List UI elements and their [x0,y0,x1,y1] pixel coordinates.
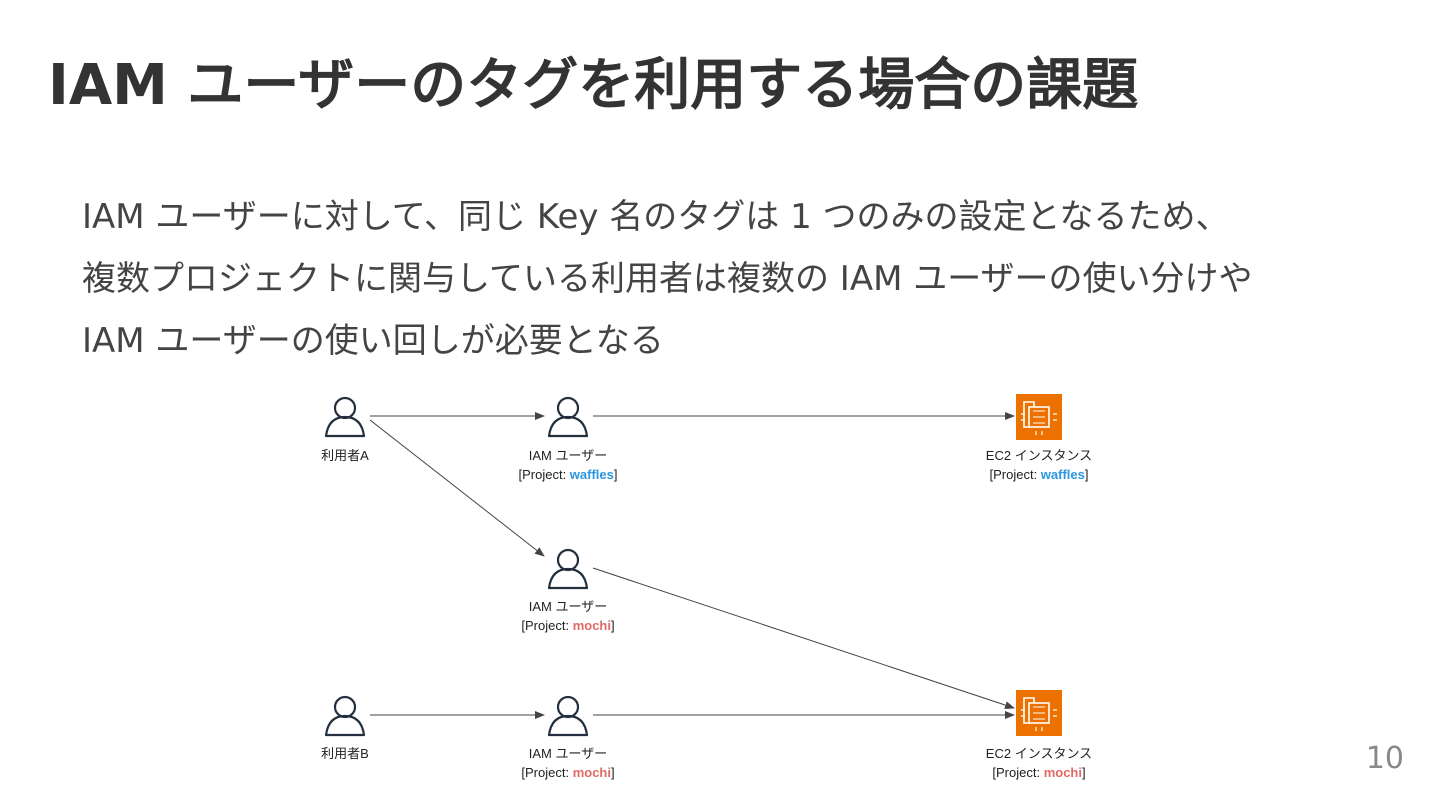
tag-value-waffles: waffles [1040,467,1085,482]
node-label-user-b: 利用者B [235,744,455,763]
node-name: IAM ユーザー [528,746,608,761]
slide-title: IAM ユーザーのタグを利用する場合の課題 [48,53,1139,118]
node-label-iam-mochi-bottom: IAM ユーザー [Project: mochi] [458,744,678,782]
project-tag: [Project: mochi] [458,616,678,635]
node-label-ec2-mochi: EC2 インスタンス [Project: mochi] [929,744,1149,782]
tag-value-mochi: mochi [1043,765,1082,780]
description-line-3: IAM ユーザーの使い回しが必要となる [82,321,664,361]
ec2-chip-icon [1015,689,1063,737]
node-name: EC2 インスタンス [985,746,1093,761]
tag-value-mochi: mochi [572,765,611,780]
page-number: 10 [1365,741,1404,776]
project-tag: [Project: waffles] [929,465,1149,484]
description-line-2: 複数プロジェクトに関与している利用者は複数の IAM ユーザーの使い分けや [82,259,1253,299]
node-label-ec2-waffles: EC2 インスタンス [Project: waffles] [929,446,1149,484]
node-name: IAM ユーザー [528,448,608,463]
person-icon [547,695,589,737]
node-name: EC2 インスタンス [985,448,1093,463]
node-label-user-a: 利用者A [235,446,455,465]
description-line-1: IAM ユーザーに対して、同じ Key 名のタグは 1 つのみの設定となるため、 [82,197,1230,237]
project-tag: [Project: waffles] [458,465,678,484]
tag-prefix: [Project: [989,467,1041,482]
project-tag: [Project: mochi] [458,763,678,782]
slide-description: IAM ユーザーに対して、同じ Key 名のタグは 1 つのみの設定となるため、… [82,186,1382,372]
person-icon [547,396,589,438]
tag-value-waffles: waffles [569,467,614,482]
tag-value-mochi: mochi [572,618,611,633]
tag-suffix: ] [610,618,615,633]
tag-prefix: [Project: [992,765,1044,780]
node-name: IAM ユーザー [528,599,608,614]
tag-prefix: [Project: [521,765,573,780]
ec2-chip-icon [1015,393,1063,441]
tag-prefix: [Project: [518,467,570,482]
tag-suffix: ] [613,467,618,482]
edge-iam-mochi-to-ec2-mochi [592,567,1015,709]
tag-suffix: ] [610,765,615,780]
person-icon [324,396,366,438]
person-icon [547,548,589,590]
tag-suffix: ] [1081,765,1086,780]
tag-prefix: [Project: [521,618,573,633]
node-label-iam-mochi-mid: IAM ユーザー [Project: mochi] [458,597,678,635]
tag-suffix: ] [1084,467,1089,482]
node-name: 利用者A [321,448,369,463]
node-name: 利用者B [321,746,369,761]
node-label-iam-waffles: IAM ユーザー [Project: waffles] [458,446,678,484]
person-icon [324,695,366,737]
project-tag: [Project: mochi] [929,763,1149,782]
edge-user-a-to-iam-mochi [369,419,545,557]
